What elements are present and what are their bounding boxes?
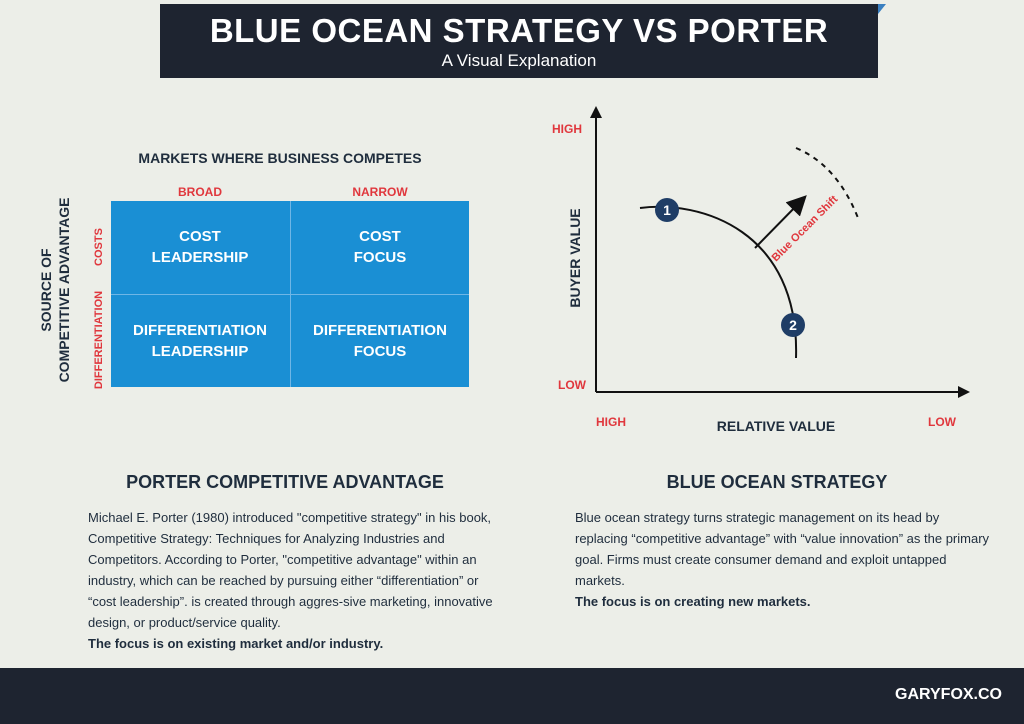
cell-cost-focus: COST FOCUS [353,228,407,266]
side-label-competitive-advantage: SOURCE OF COMPETITIVE ADVANTAGE [37,198,73,383]
porter-paragraph: Michael E. Porter (1980) introduced "com… [88,510,493,630]
y-axis-title: BUYER VALUE [567,208,583,307]
page-subtitle: A Visual Explanation [441,51,597,70]
blue-ocean-section-body: Blue ocean strategy turns strategic mana… [575,507,995,612]
row-label-costs: COSTS [93,228,105,266]
blue-ocean-paragraph: Blue ocean strategy turns strategic mana… [575,510,990,588]
y-axis-low-label: LOW [558,378,587,392]
cell-cost-leadership: COST LEADERSHIP [151,228,249,266]
footer-bar: GARYFOX.CO [0,668,1024,724]
row-label-differentiation: DIFFERENTIATION [93,290,105,390]
porter-section-body: Michael E. Porter (1980) introduced "com… [88,507,500,654]
title-banner: BLUE OCEAN STRATEGY VS PORTER A Visual E… [160,4,886,78]
cell-differentiation-focus: DIFFERENTIATION FOCUS [313,322,447,360]
column-label-narrow: NARROW [352,185,408,199]
side-label-line1: SOURCE OF [38,248,54,332]
y-axis-high-label: HIGH [552,122,582,136]
column-label-broad: BROAD [178,185,222,199]
point-1-marker: 1 [655,198,679,222]
page-title: BLUE OCEAN STRATEGY VS PORTER [209,12,829,49]
point-1-label: 1 [663,202,671,218]
banner-corner-accent [878,4,886,14]
matrix-header: MARKETS WHERE BUSINESS COMPETES [138,150,422,166]
value-curve-diagram: Blue Ocean Shift 1 2 HIGH LOW HIGH LOW R… [552,106,970,434]
blue-ocean-section-title: BLUE OCEAN STRATEGY [666,472,888,492]
x-axis-low-label: LOW [928,415,957,429]
side-label-line2: COMPETITIVE ADVANTAGE [56,197,72,383]
strategy-matrix: COST LEADERSHIP COST FOCUS DIFFERENTIATI… [111,201,469,387]
porter-section-title: PORTER COMPETITIVE ADVANTAGE [126,472,444,492]
blue-ocean-shift-arrow [754,195,807,249]
point-2-label: 2 [789,317,797,333]
point-2-marker: 2 [781,313,805,337]
blue-ocean-shift-label: Blue Ocean Shift [770,193,841,264]
porter-emphasis: The focus is on existing market and/or i… [88,636,384,651]
blue-ocean-emphasis: The focus is on creating new markets. [575,594,811,609]
cell-differentiation-leadership: DIFFERENTIATION LEADERSHIP [133,322,267,360]
x-axis-arrow-icon [958,386,970,398]
matrix-horizontal-divider [111,294,469,295]
footer-brand: GARYFOX.CO [895,686,1002,703]
y-axis-arrow-icon [590,106,602,118]
x-axis-high-label: HIGH [596,415,626,429]
x-axis-title: RELATIVE VALUE [717,418,836,434]
